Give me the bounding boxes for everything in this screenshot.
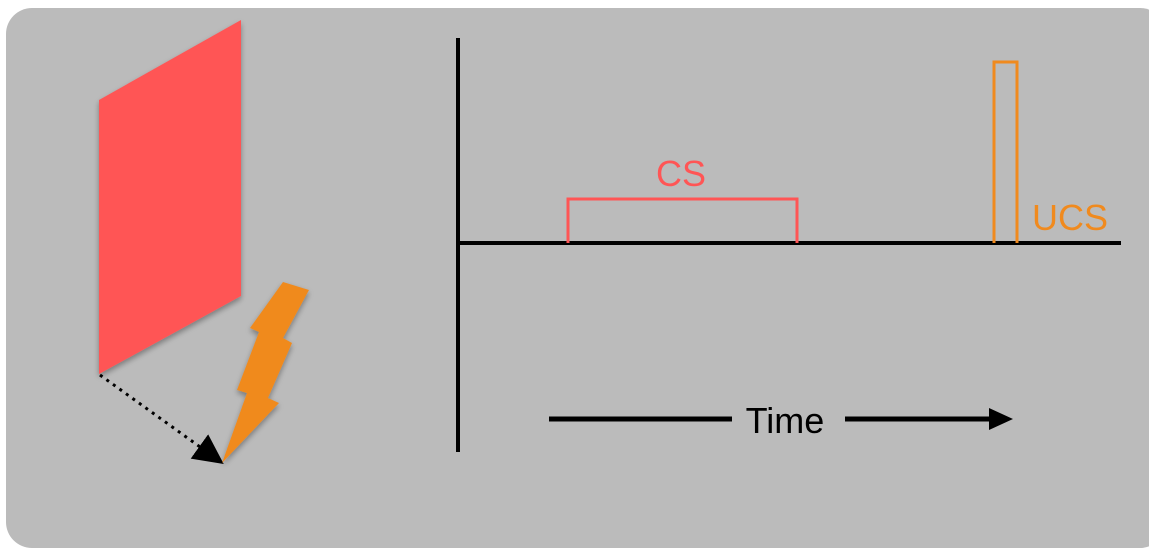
ucs-label: UCS: [1032, 197, 1108, 238]
cs-pulse: [566, 197, 799, 243]
dotted-arrow-icon: [99, 373, 224, 465]
time-label: Time: [746, 400, 825, 441]
red-panel-icon: [99, 20, 241, 374]
ucs-pulse: [992, 60, 1019, 243]
time-arrow-head-icon: [989, 408, 1013, 430]
cs-label: CS: [656, 153, 706, 194]
lightning-bolt-icon: [222, 282, 309, 463]
